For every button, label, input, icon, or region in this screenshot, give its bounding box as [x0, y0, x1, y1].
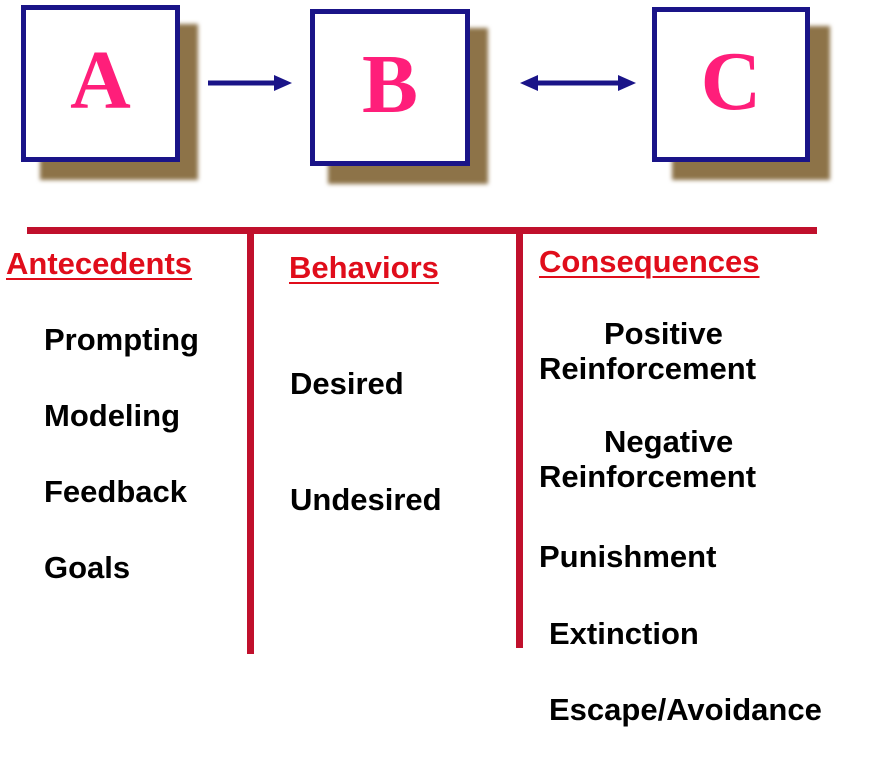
- consequence-positive-line1: Positive: [604, 316, 723, 351]
- behavior-desired: Desired: [290, 366, 404, 401]
- consequence-positive-line2: Reinforcement: [539, 351, 757, 386]
- arrow-a-to-b: [208, 75, 292, 91]
- antecedent-prompting: Prompting: [44, 322, 199, 357]
- behavior-undesired: Undesired: [290, 482, 442, 517]
- arrow-b-c-bidirectional: [520, 75, 636, 91]
- box-c: C: [652, 7, 810, 162]
- heading-behaviors: Behaviors: [289, 250, 439, 285]
- box-a-letter: A: [70, 33, 131, 127]
- antecedent-modeling: Modeling: [44, 398, 181, 433]
- consequence-punishment: Punishment: [539, 539, 717, 574]
- consequence-escape-avoidance: Escape/Avoidance: [549, 692, 822, 727]
- heading-consequences: Consequences: [539, 244, 760, 279]
- horizontal-divider: [27, 227, 817, 234]
- box-b-letter: B: [361, 37, 419, 131]
- box-a: A: [21, 5, 180, 162]
- column-divider-right: [516, 234, 523, 648]
- consequence-extinction: Extinction: [549, 616, 699, 651]
- antecedent-goals: Goals: [44, 550, 131, 585]
- column-divider-left: [247, 234, 254, 654]
- box-c-letter: C: [700, 34, 762, 128]
- consequence-negative-line1: Negative: [604, 424, 734, 459]
- consequence-negative-line2: Reinforcement: [539, 459, 757, 494]
- heading-antecedents: Antecedents: [6, 246, 193, 281]
- antecedent-feedback: Feedback: [44, 474, 188, 509]
- box-b: B: [310, 9, 470, 166]
